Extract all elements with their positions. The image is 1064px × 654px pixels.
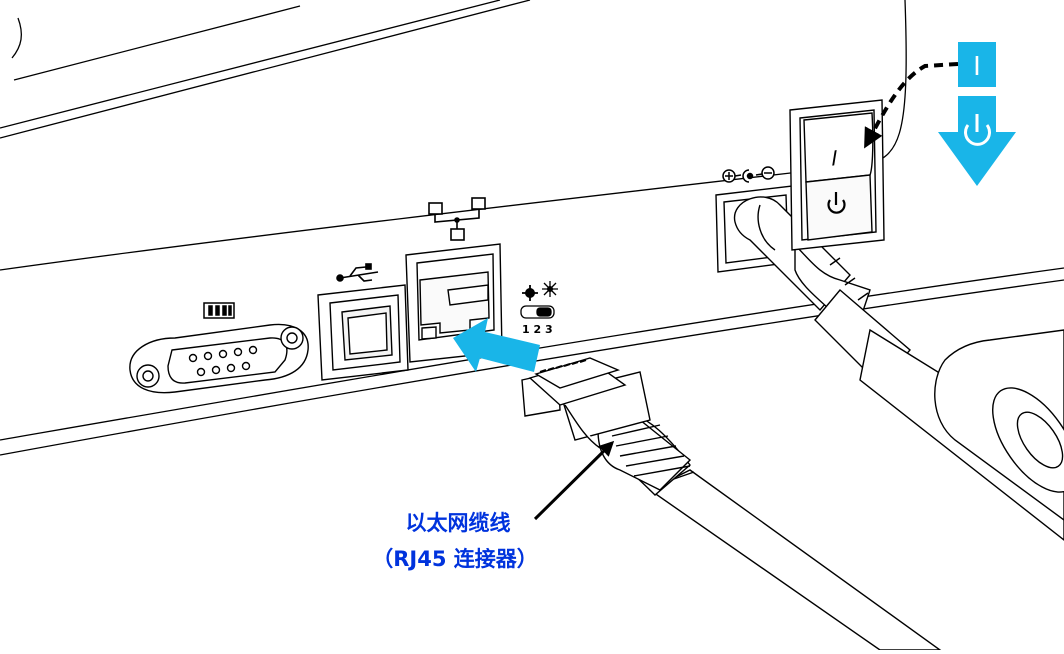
insert-direction-arrow bbox=[453, 318, 540, 372]
off-arrow bbox=[938, 96, 1016, 186]
usb-icon bbox=[336, 263, 379, 282]
rj45-connector-label: （RJ45 连接器） bbox=[372, 547, 538, 571]
callout-arrow bbox=[533, 440, 615, 521]
power-cable bbox=[733, 196, 1064, 541]
ethernet-cable bbox=[521, 357, 943, 651]
serial-port bbox=[129, 323, 309, 394]
serial-port-icon bbox=[203, 302, 235, 319]
power-polarity-icon bbox=[722, 166, 775, 183]
on-badge: I bbox=[958, 42, 996, 87]
power-switch bbox=[789, 99, 885, 251]
off-power-icon bbox=[964, 114, 991, 146]
network-icon bbox=[428, 197, 486, 241]
ethernet-cable-label: 以太网缆线 bbox=[405, 511, 511, 535]
switch-on-arrow bbox=[864, 62, 959, 149]
dip-switch-icons bbox=[522, 281, 558, 301]
switch-power-icon bbox=[827, 192, 846, 214]
on-badge-label: I bbox=[973, 52, 981, 82]
dip-switch bbox=[520, 305, 555, 319]
usb-port bbox=[317, 284, 409, 381]
dip-switch-numbers: 1 2 3 bbox=[522, 323, 553, 336]
switch-on-symbol: / bbox=[830, 147, 840, 169]
